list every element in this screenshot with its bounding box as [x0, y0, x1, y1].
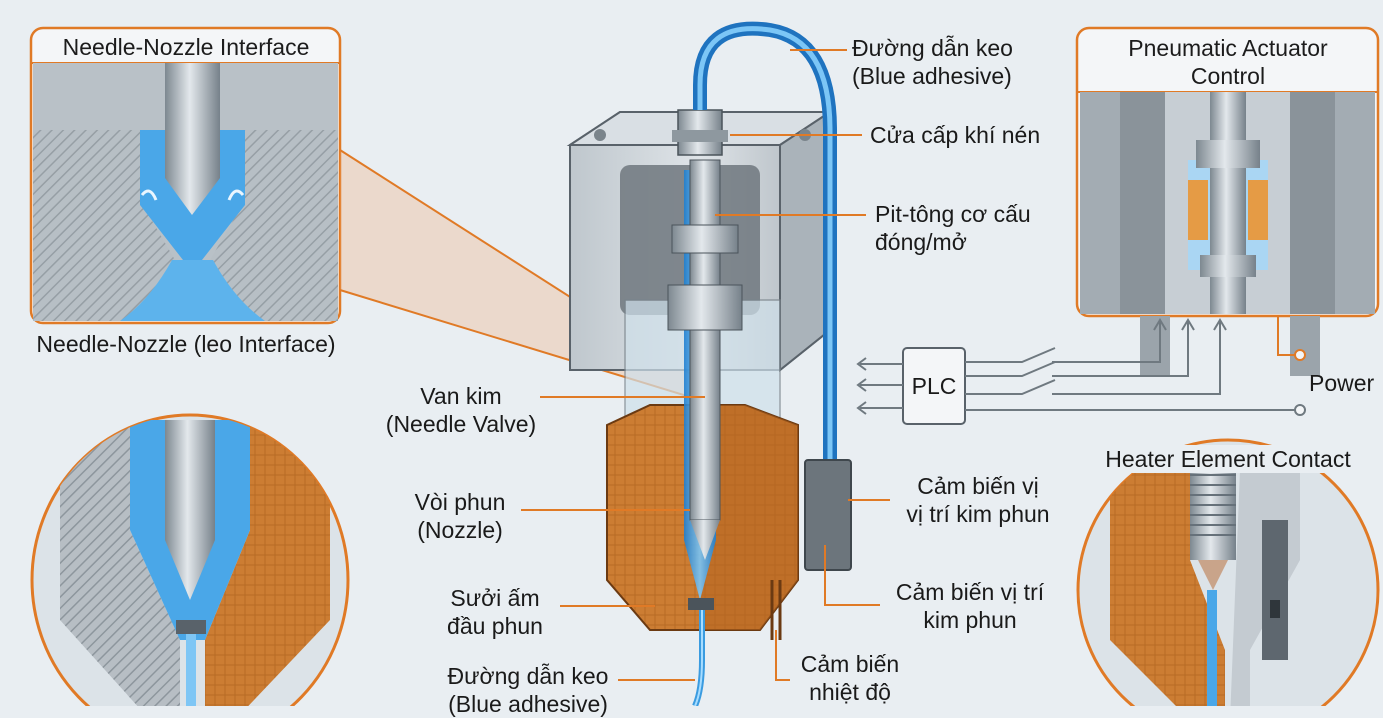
adhesive-line-top-label: Đường dẫn keo (Blue adhesive) — [852, 34, 1013, 90]
pneumatic-actuator-title: Pneumatic Actuator Control — [1083, 34, 1373, 90]
nozzle-tip-inset — [30, 413, 350, 706]
position-sensor-a-line1: Cảm biến vị — [917, 473, 1039, 499]
needle-valve-label: Van kim (Needle Valve) — [378, 382, 544, 438]
piston-label: Pit-tông cơ cấu đóng/mở — [875, 200, 1031, 256]
nozzle-line1: Vòi phun — [414, 489, 506, 515]
heater-line2: đầu phun — [447, 613, 543, 639]
heater-contact-title: Heater Element Contact — [1085, 445, 1371, 473]
power-label: Power — [1309, 370, 1375, 396]
pneumatic-actuator-inset — [1075, 26, 1380, 376]
needle-nozzle-inset — [29, 26, 342, 325]
dispenser-body — [339, 21, 852, 706]
position-sensor-a-label: Cảm biến vị vị trí kim phun — [890, 472, 1066, 528]
position-sensor-b-line2: kim phun — [923, 607, 1017, 633]
piston-line1: Pit-tông cơ cấu — [875, 201, 1031, 227]
pneumatic-actuator-title-line1: Pneumatic Actuator — [1128, 35, 1328, 61]
adhesive-line-bottom-line2: (Blue adhesive) — [448, 691, 608, 717]
heater-label: Sưởi ấm đầu phun — [430, 584, 560, 640]
needle-nozzle-title: Needle-Nozzle Interface — [40, 33, 332, 61]
air-inlet-label: Cửa cấp khí nén — [870, 122, 1041, 148]
adhesive-line-bottom-label: Đường dẫn keo (Blue adhesive) — [430, 662, 626, 718]
needle-valve-line1: Van kim — [420, 383, 502, 409]
adhesive-line-bottom-line1: Đường dẫn keo — [447, 663, 609, 689]
position-sensor-b-line1: Cảm biến vị trí — [895, 579, 1045, 605]
plc-wiring — [856, 316, 1306, 425]
position-sensor-a-line2: vị trí kim phun — [906, 501, 1050, 527]
temperature-sensor-line2: nhiệt độ — [809, 679, 891, 705]
heater-contact-inset — [1076, 438, 1380, 706]
leader-lines — [521, 49, 890, 681]
piston-line2: đóng/mở — [875, 229, 967, 255]
needle-valve-line2: (Needle Valve) — [385, 411, 537, 437]
nozzle-label: Vòi phun (Nozzle) — [390, 488, 530, 544]
adhesive-line-top-line2: (Blue adhesive) — [852, 63, 1012, 89]
needle-nozzle-caption: Needle-Nozzle (leo Interface) — [36, 331, 336, 357]
heater-line1: Sưởi ấm — [450, 585, 540, 611]
nozzle-line2: (Nozzle) — [417, 517, 503, 543]
plc-label: PLC — [911, 373, 957, 399]
position-sensor-b-label: Cảm biến vị trí kim phun — [880, 578, 1060, 634]
adhesive-line-top-line1: Đường dẫn keo — [852, 35, 1013, 61]
temperature-sensor-label: Cảm biến nhiệt độ — [790, 650, 910, 706]
pneumatic-actuator-title-line2: Control — [1190, 63, 1266, 89]
temperature-sensor-line1: Cảm biến — [800, 651, 900, 677]
